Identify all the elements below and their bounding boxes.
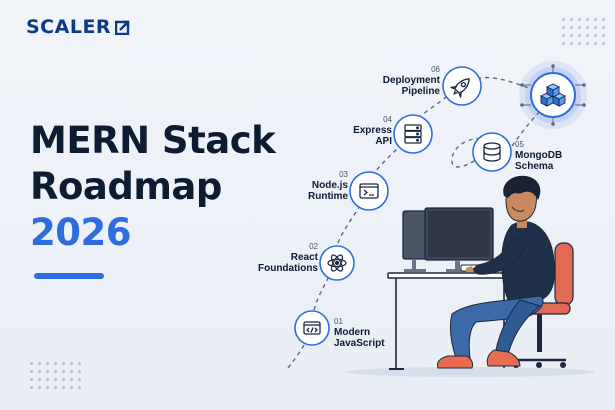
scaler-logo[interactable]: SCALER — [26, 16, 131, 38]
react-atom-icon — [327, 254, 347, 272]
brand-name: SCALER — [26, 16, 112, 38]
roadmap-path — [287, 76, 547, 369]
step-node-06 — [442, 66, 482, 106]
rocket-icon — [450, 78, 470, 98]
step-label-02: 02 React Foundations — [258, 242, 318, 274]
cubes-icon — [539, 83, 567, 107]
step-node-02 — [319, 245, 355, 281]
step-node-04 — [393, 114, 433, 154]
decorative-dot-grid — [562, 18, 605, 45]
monitor-front — [424, 207, 494, 272]
database-icon — [483, 142, 501, 162]
desk-top — [387, 272, 519, 279]
developer-illustration — [345, 175, 595, 377]
developer-figure — [437, 175, 555, 369]
decorative-dot-grid — [30, 362, 81, 389]
code-window-icon — [303, 321, 321, 335]
page-title: MERN Stack Roadmap 2026 — [30, 118, 276, 256]
logo-mark-icon — [115, 20, 130, 35]
step-label-01: 01 Modern JavaScript — [334, 317, 385, 349]
step-node-03 — [349, 171, 389, 211]
terminal-icon — [359, 183, 379, 199]
step-label-03: 03 Node.js Runtime — [308, 170, 348, 202]
title-year: 2026 — [30, 211, 131, 254]
goal-node — [519, 61, 587, 129]
title-underline — [34, 273, 104, 279]
step-label-04: 04 Express API — [353, 115, 392, 147]
title-line-2: Roadmap — [30, 165, 222, 208]
step-label-06: 06 Deployment Pipeline — [382, 65, 440, 97]
step-node-01 — [294, 310, 330, 346]
step-node-05 — [472, 132, 512, 172]
server-icon — [404, 124, 422, 144]
title-line-1: MERN Stack — [30, 119, 276, 162]
step-label-05: 05 MongoDB Schema — [515, 140, 563, 172]
